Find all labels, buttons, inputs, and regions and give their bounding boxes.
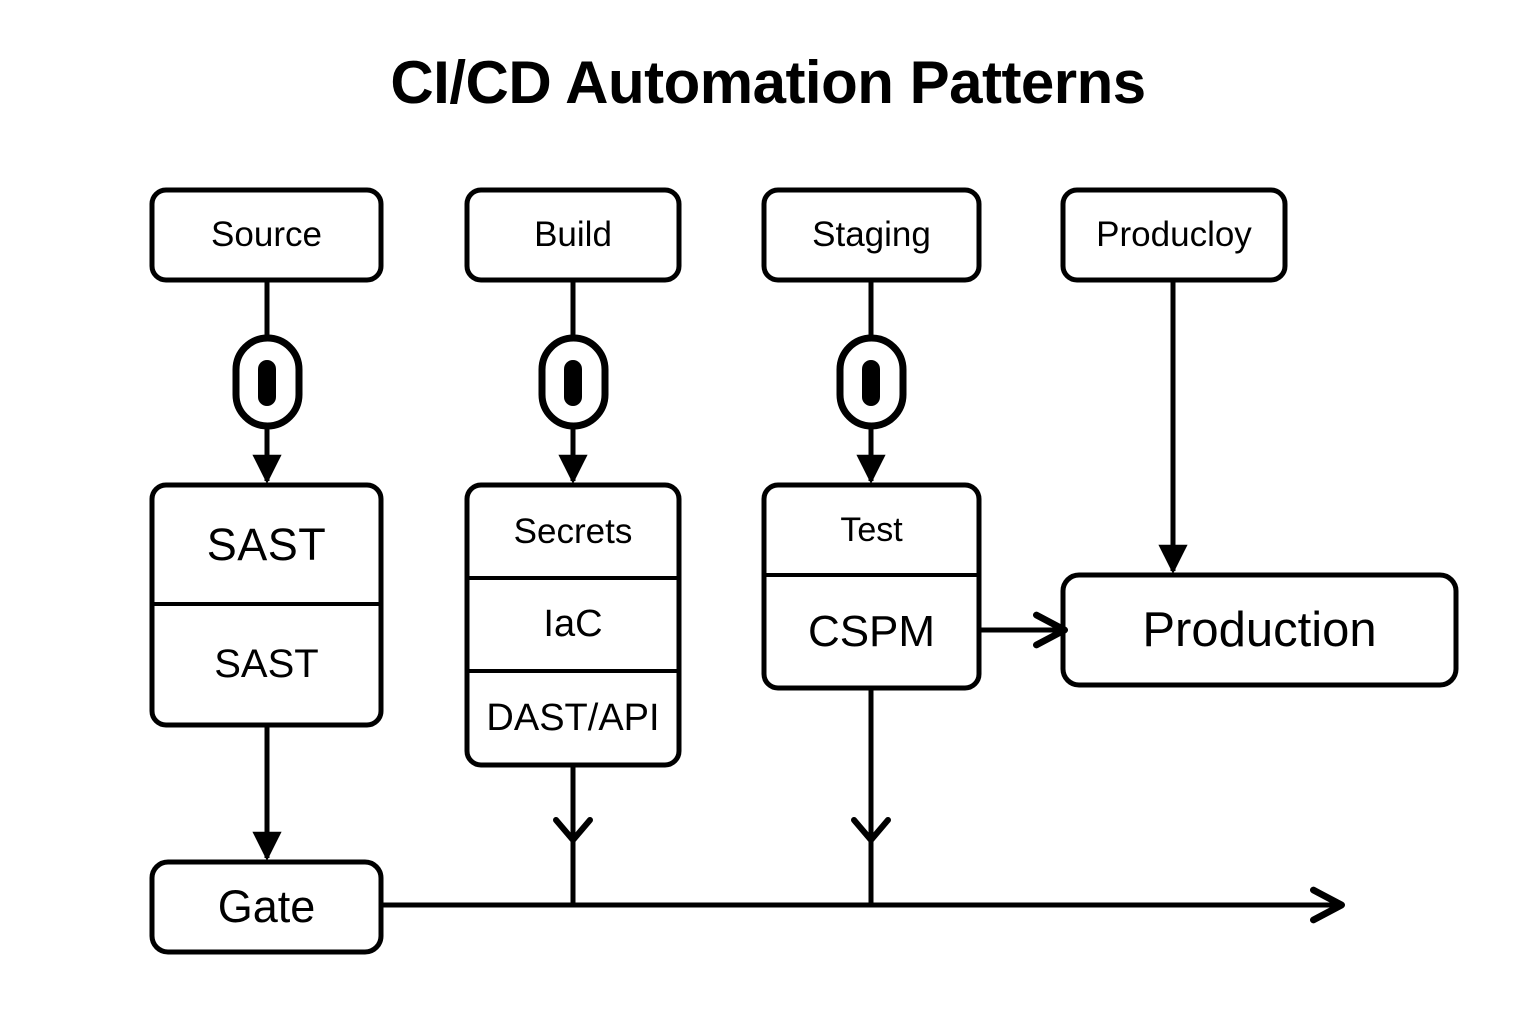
- terminal-label-gate: Gate: [217, 881, 316, 932]
- page-title: CI/CD Automation Patterns: [390, 49, 1146, 116]
- gate-pill-staging: [836, 334, 907, 430]
- scan-cell-label-secrets: Secrets: [513, 511, 633, 551]
- gate-pill-bar-staging: [862, 360, 880, 406]
- arrowhead-staging-stack-down: [851, 817, 891, 843]
- stage-box-staging: [761, 187, 982, 283]
- stage-box-source: [149, 187, 384, 283]
- scan-cell-label-iac: IaC: [543, 603, 603, 645]
- arrowhead-build-stack-down: [553, 817, 593, 843]
- gate-pill-source: [232, 334, 303, 430]
- gate-pill-build: [538, 334, 609, 430]
- terminal-label-production: Production: [1142, 603, 1377, 657]
- stage-box-build: [464, 187, 682, 283]
- stage-label-source: Source: [211, 215, 322, 254]
- scan-stack-source: [149, 482, 384, 728]
- scan-cell-label-test: Test: [840, 510, 903, 549]
- scan-stack-build: [464, 482, 682, 768]
- terminal-box-production: [1060, 572, 1459, 688]
- gate-pill-bar-source: [258, 360, 276, 406]
- stage-label-producloy: Producloy: [1096, 215, 1252, 254]
- gate-pill-bar-build: [564, 360, 582, 406]
- terminal-box-gate: [149, 859, 384, 955]
- scan-cell-label-dast-api: DAST/API: [486, 696, 660, 739]
- scan-cell-label-sast-secondary: SAST: [214, 642, 319, 686]
- stage-label-build: Build: [534, 215, 612, 254]
- scan-cell-label-sast-primary: SAST: [206, 518, 327, 570]
- scan-stack-staging: [761, 482, 982, 691]
- stage-label-staging: Staging: [812, 215, 931, 254]
- stage-box-producloy: [1060, 187, 1288, 283]
- scan-cell-label-cspm: CSPM: [807, 606, 936, 656]
